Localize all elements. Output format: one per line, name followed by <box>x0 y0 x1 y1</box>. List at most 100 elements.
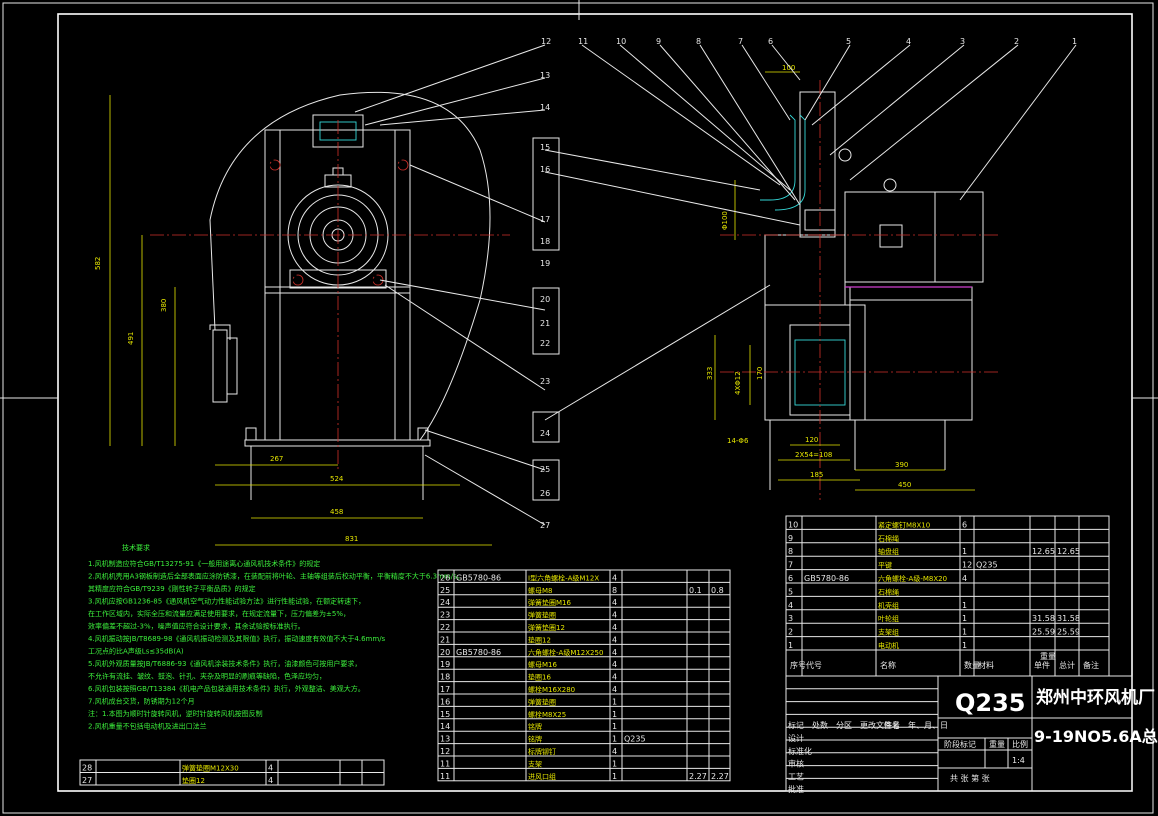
dim-side-120: 120 <box>805 436 818 444</box>
bom-cell-w2: 0.8 <box>711 586 724 595</box>
bom-cell-w2: 12.65 <box>1057 547 1080 556</box>
bom-cell-name: 铭牌 <box>528 735 542 744</box>
bom-header-weight: 重量 <box>1040 651 1056 661</box>
bom-cell-mat: Q235 <box>624 735 646 744</box>
bom-cell-qty: 4 <box>612 648 617 657</box>
bom-cell-qty: 1 <box>962 628 967 637</box>
technical-requirements: 技术要求 1.风机制造应符合GB/T13275-91《一般用途离心通风机技术条件》… <box>88 543 464 731</box>
leader-lines <box>354 44 1077 526</box>
bom-cell-name: 轴盘组 <box>878 547 899 556</box>
callout-23: 23 <box>540 377 550 386</box>
bom-cell-qty: 1 <box>962 614 967 623</box>
bom-cell-name: 弹簧垫圈M12X30 <box>182 764 239 773</box>
bom-cell-no: 11 <box>440 772 450 781</box>
dim-front-582: 582 <box>94 257 102 270</box>
bom-cell-qty: 4 <box>612 673 617 682</box>
tb-material: Q235 <box>955 689 1026 717</box>
bom-cell-no: 26 <box>440 573 450 582</box>
callout-26: 26 <box>540 489 550 498</box>
rev-header: 签名 <box>884 720 900 730</box>
callout-column <box>532 137 560 501</box>
role-1: 标准化 <box>788 746 812 756</box>
dim-side-450: 450 <box>898 481 911 489</box>
bom-cell-mat: Q235 <box>976 561 998 570</box>
bom-header-w1: 单件 <box>1034 660 1050 670</box>
bom-cell-no: 17 <box>440 685 450 694</box>
bom-cell-no: 25 <box>440 586 450 595</box>
callout-16: 16 <box>540 165 550 174</box>
dim-front-267: 267 <box>270 455 283 463</box>
outlet-lip <box>209 324 231 340</box>
bom-cell-no: 8 <box>788 547 793 556</box>
bom-cell-qty: 4 <box>612 623 617 632</box>
dim-front-524: 524 <box>330 475 344 483</box>
callout-8: 8 <box>696 37 701 46</box>
bom-cell-no: 23 <box>440 611 450 620</box>
bom-cell-no: 21 <box>440 635 450 644</box>
bom-cell-name: 机壳组 <box>878 601 899 610</box>
bom-cell-qty: 1 <box>612 710 617 719</box>
bom-cell-name: 平键 <box>878 561 892 570</box>
bom-cell-code: GB5780-86 <box>456 573 501 582</box>
motor-body <box>844 191 984 283</box>
outlet-flange <box>212 329 228 403</box>
bom-cell-name: 叶轮组 <box>878 614 899 623</box>
bom-cell-name: 垫圈12 <box>182 776 205 785</box>
side-inlet-curve <box>760 114 796 201</box>
bom-cell-no: 18 <box>440 673 450 682</box>
tb-sheet: 共 张 第 张 <box>950 773 990 783</box>
bom-cell-qty: 1 <box>612 772 617 781</box>
front-view <box>109 91 510 546</box>
bom-cell-name: 弹簧垫圈 <box>528 611 556 620</box>
notes-line: 4.风机振动按JB/T8689-98《通风机振动检测及其限值》执行，振动速度有效… <box>88 634 386 643</box>
bom-header-no: 序号 <box>790 660 806 670</box>
callout-18: 18 <box>540 237 550 246</box>
bom-cell-name: 铭牌 <box>528 722 542 731</box>
role-2: 审核 <box>788 759 804 769</box>
dim-side-170: 170 <box>756 367 764 380</box>
tb-scale: 1:4 <box>1012 756 1025 765</box>
bom-cell-qty: 4 <box>612 685 617 694</box>
notes-line: 效率偏差不超过-3%，噪声值应符合设计要求，其余试验按标准执行。 <box>88 622 305 631</box>
notes-line: 1.风机制造应符合GB/T13275-91《一般用途离心通风机技术条件》的规定 <box>88 559 320 568</box>
callout-10: 10 <box>616 37 626 46</box>
bom-cell-qty: 1 <box>612 759 617 768</box>
bom-cell-name: 垫圈16 <box>528 673 551 682</box>
title-block <box>937 675 1133 792</box>
bom-cell-name: I型六角螺栓-A级M12X <box>528 573 599 582</box>
role-0: 设计 <box>788 733 804 743</box>
bom-cell-no: 3 <box>788 614 793 623</box>
callout-1: 1 <box>1072 37 1077 46</box>
volute-casing <box>209 91 491 441</box>
inner-border <box>57 13 1133 792</box>
bom-header-qty: 数量 <box>964 660 980 670</box>
bom-cell-w1: 25.59 <box>1032 628 1055 637</box>
bom-cell-w1: 0.1 <box>689 586 702 595</box>
notes-title: 技术要求 <box>122 543 150 552</box>
bom-cell-no: 2 <box>788 628 793 637</box>
bom-cell-no: 15 <box>440 710 450 719</box>
bom-cell-code: GB5780-86 <box>804 574 849 583</box>
bom-cell-w2: 31.58 <box>1057 614 1080 623</box>
tb-company: 郑州中环风机厂 <box>1036 687 1155 708</box>
bom-cell-qty: 4 <box>612 598 617 607</box>
bom-cell-name: 垫圈12 <box>528 635 551 644</box>
bom-cell-no: 5 <box>788 587 793 596</box>
rev-header: 标记 <box>788 720 804 730</box>
notes-line: 2.风机重量不包括电动机及进出口法兰 <box>88 722 207 731</box>
callout-2: 2 <box>1014 37 1019 46</box>
bom-cell-no: 24 <box>440 598 450 607</box>
bom-header-code: 代号 <box>806 660 822 670</box>
bom-cell-qty: 4 <box>612 611 617 620</box>
bom-cell-no: 4 <box>788 601 793 610</box>
callout-14: 14 <box>540 103 550 112</box>
bolt-front-left <box>269 159 281 171</box>
dim-front-491: 491 <box>127 332 135 345</box>
bom-cell-name: 支架 <box>528 759 542 768</box>
bom-cell-name: 六角螺栓-A级-M8X20 <box>878 574 947 583</box>
notes-line: 工况点的比A声级Ls≤35dB(A) <box>88 647 184 656</box>
dim-side-shaft: Φ100 <box>721 211 729 230</box>
